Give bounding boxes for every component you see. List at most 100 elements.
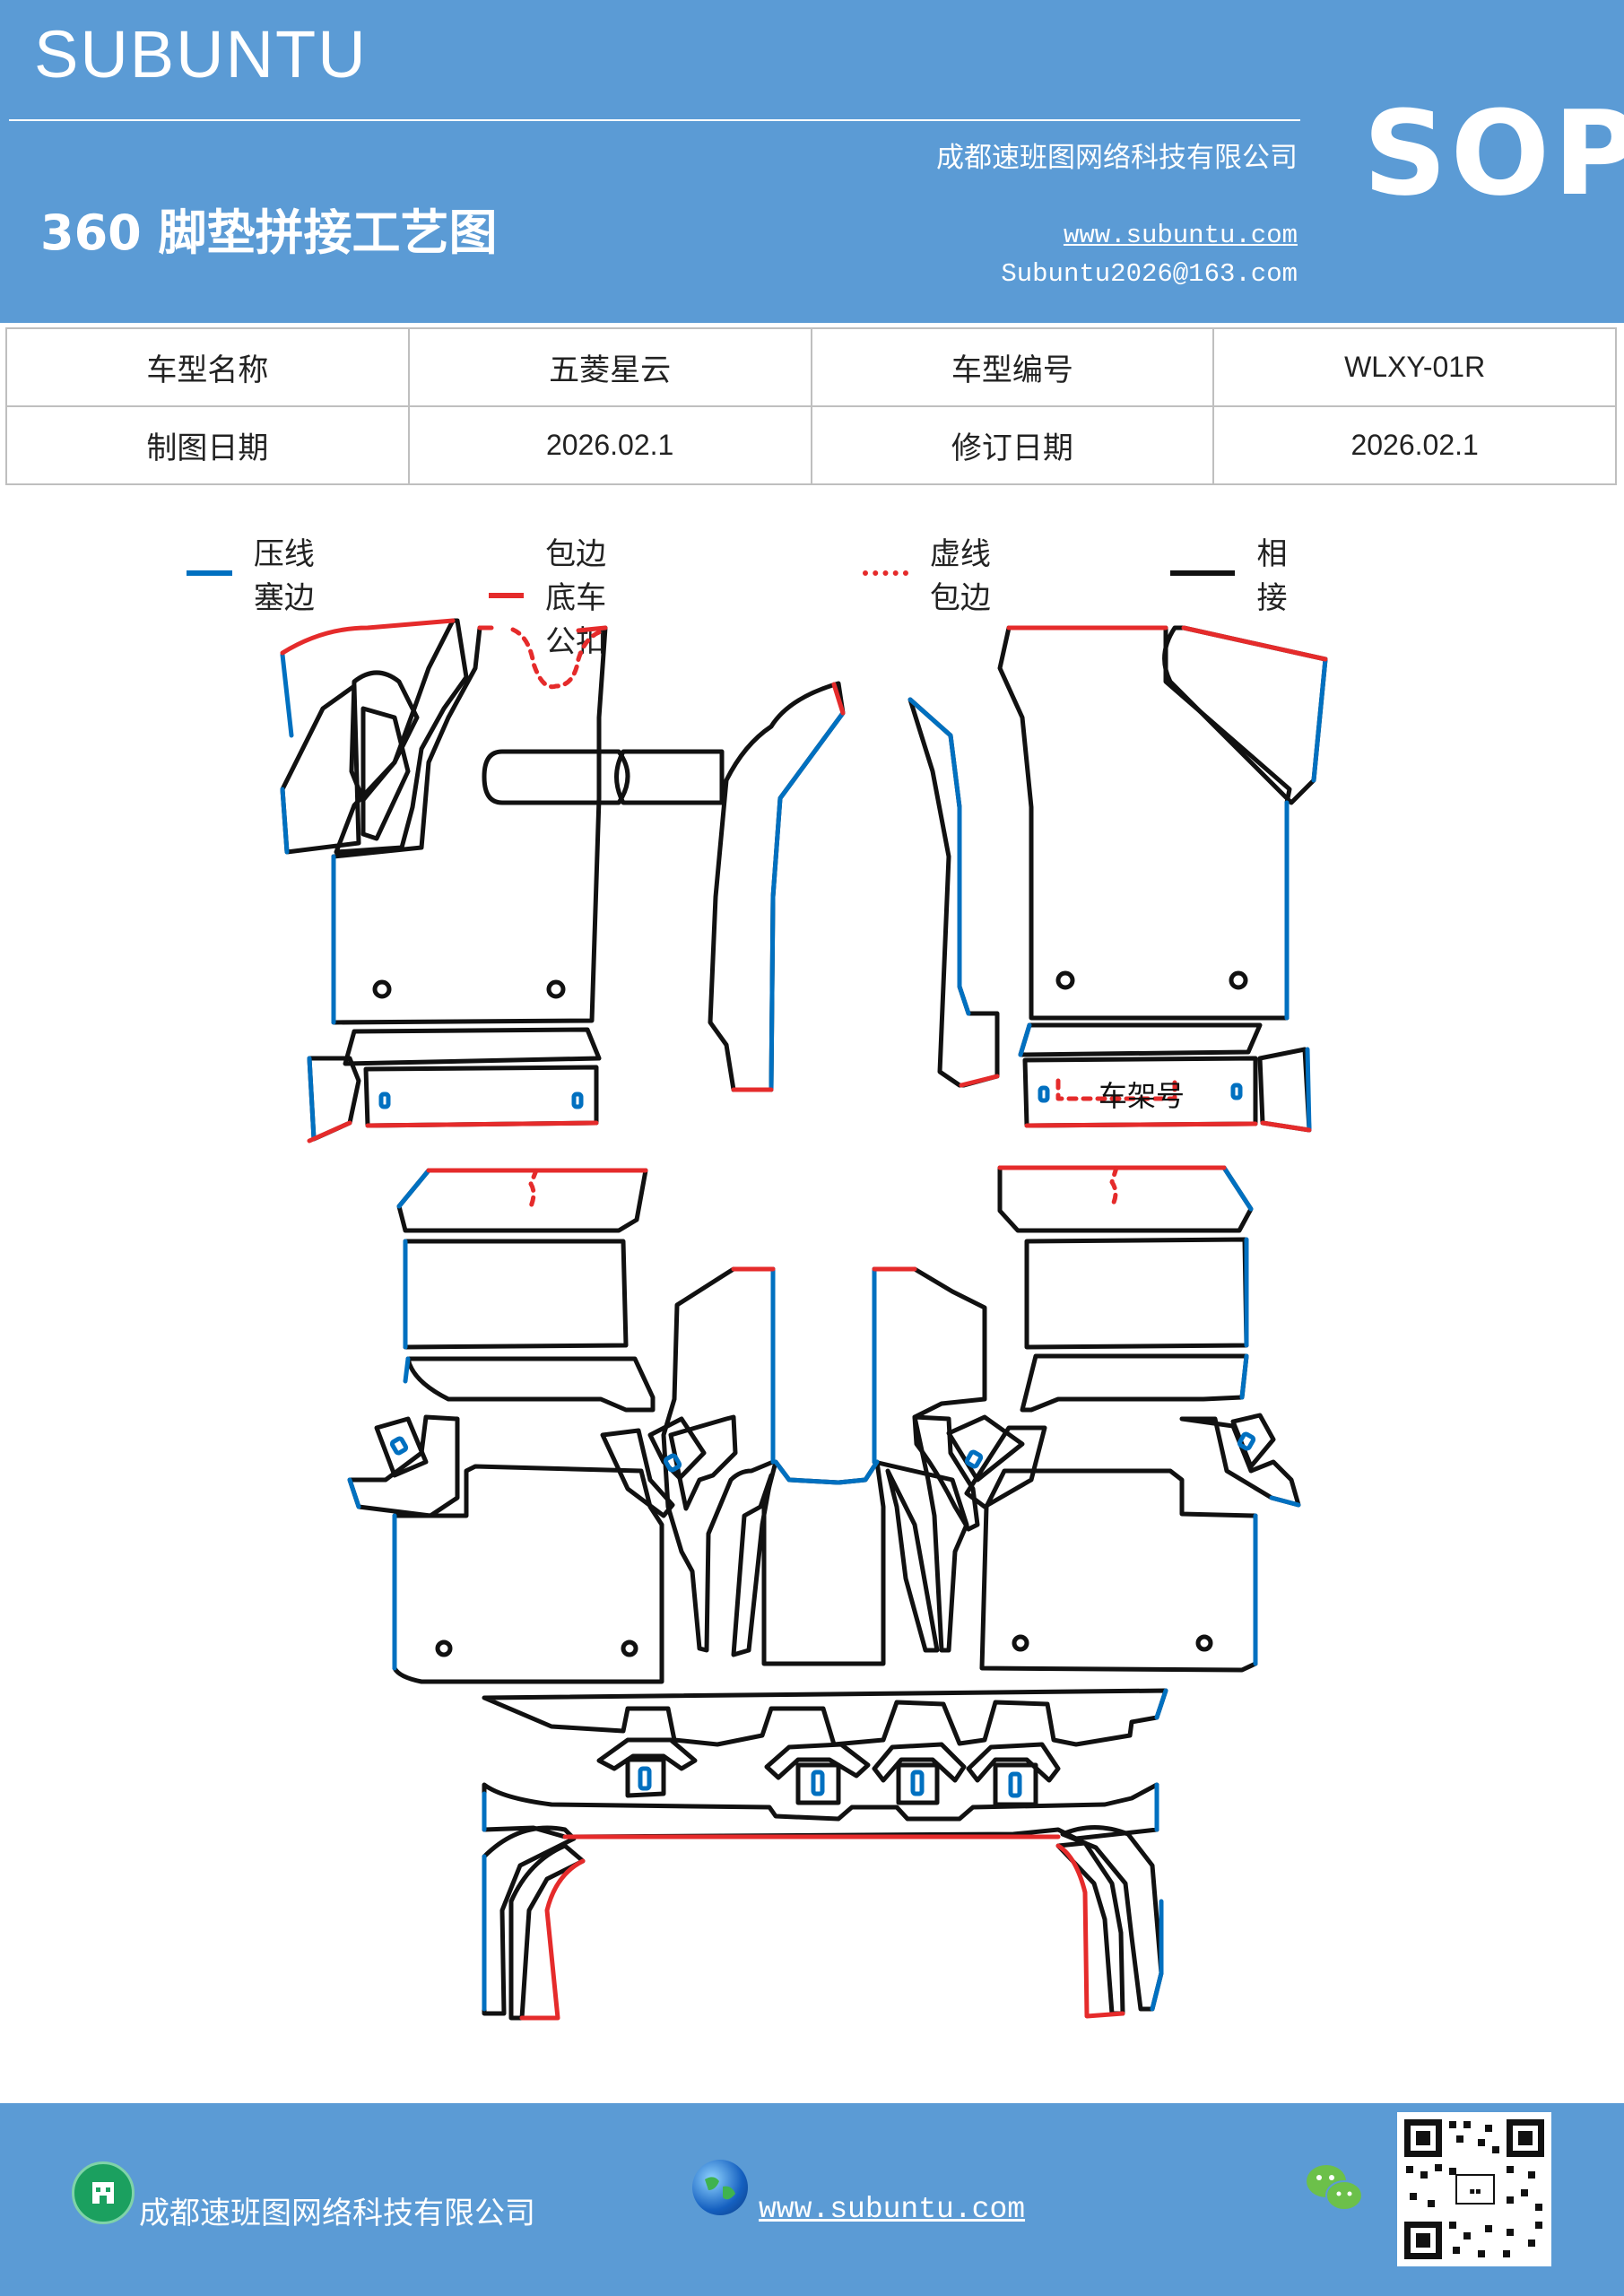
blue-slot (663, 1453, 682, 1473)
red-dotted-edge (510, 627, 602, 690)
page-title: 360 脚垫拼接工艺图 (40, 204, 498, 261)
blue-edge (280, 652, 294, 738)
brand-name: SUBUNTU (34, 17, 368, 91)
blue-edge (1239, 1353, 1249, 1400)
blue-edge (769, 710, 846, 1092)
legend-swatch (187, 570, 232, 576)
blue-edge (1150, 1899, 1164, 2012)
mat-piece (334, 618, 469, 855)
legend-label: 相接 (1256, 536, 1288, 616)
red-edge (576, 625, 608, 633)
vehicle-info-table: 车型名称 五菱星云 车型编号 WLXY-01R 制图日期 2026.02.1 修… (5, 327, 1617, 485)
blue-edge (908, 697, 971, 1016)
red-edge (831, 682, 846, 716)
blue-slot (571, 1091, 584, 1109)
mat-piece (405, 1356, 656, 1413)
mat-hole (435, 1639, 453, 1657)
mat-piece (392, 1464, 664, 1684)
legend-label: 虚线包边 (929, 536, 991, 616)
blue-edge (1154, 1688, 1168, 1720)
mat-piece (396, 1168, 648, 1233)
mat-hole (1229, 970, 1248, 990)
blue-edge (403, 1356, 411, 1384)
mat-piece (964, 1425, 1047, 1509)
mat-piece (795, 1762, 841, 1805)
mat-piece (374, 1416, 429, 1478)
legend-label: 压线塞边 (253, 536, 315, 616)
red-edge (1260, 1120, 1312, 1133)
legend-swatch (489, 592, 525, 598)
table-cell: 2026.02.1 (407, 405, 812, 485)
mat-piece (600, 1428, 675, 1518)
red-edge (519, 1858, 586, 2021)
table-row: 车型名称 五菱星云 车型编号 WLXY-01R (5, 327, 1617, 407)
mat-piece (349, 670, 420, 803)
mat-piece (764, 1742, 871, 1780)
blue-slot (638, 1766, 652, 1791)
qr-code: ▪▪ (1397, 2112, 1551, 2266)
mat-piece (596, 1737, 698, 1771)
mat-piece (343, 1027, 602, 1066)
red-dotted-edge (528, 1168, 539, 1209)
table-cell: 五菱星云 (407, 327, 812, 407)
footer-company: 成都速班图网络科技有限公司 (139, 2196, 535, 2231)
legend-item: 包边底车公扣 (489, 529, 623, 661)
sop-badge: SOP (1363, 85, 1624, 222)
table-cell: 2026.02.1 (1212, 405, 1617, 485)
mat-hole (546, 979, 566, 999)
mat-piece (1060, 1825, 1164, 2012)
mat-piece (614, 749, 725, 805)
header-company: 成都速班图网络科技有限公司 (936, 142, 1298, 174)
mat-piece (979, 1468, 1258, 1673)
mat-piece (731, 1473, 774, 1657)
red-edge (1055, 1843, 1125, 2019)
mat-piece (625, 1757, 666, 1798)
footer-website-link[interactable]: www.subuntu.com (759, 2193, 1026, 2226)
floor-mat-diagram: 车架号 (280, 618, 1328, 2021)
red-edge (1181, 625, 1328, 662)
mat-piece (403, 1239, 629, 1350)
blue-edge (280, 787, 290, 855)
blue-edge (1221, 1165, 1254, 1212)
mat-piece (1179, 1416, 1301, 1508)
blue-slot (1038, 1085, 1050, 1103)
mat-hole (1195, 1634, 1213, 1652)
chassis-number-label: 车架号 (1099, 1079, 1185, 1113)
blue-edge (1269, 1495, 1301, 1508)
globe-icon (692, 2160, 748, 2215)
blue-slot (1230, 1083, 1243, 1100)
mat-piece (872, 1266, 987, 1653)
blue-edge (396, 1168, 431, 1209)
mat-piece (307, 1056, 361, 1142)
blue-slot (389, 1436, 409, 1456)
legend-item: 相接 (1170, 529, 1305, 617)
mat-piece (363, 1065, 599, 1128)
header-website-link[interactable]: www.subuntu.com (1063, 221, 1298, 250)
blue-slot (1008, 1771, 1022, 1798)
legend-label: 包边底车公扣 (545, 536, 607, 660)
blue-slot (1237, 1431, 1256, 1451)
mat-piece (482, 749, 630, 805)
table-cell: 制图日期 (5, 405, 410, 485)
mat-piece (280, 683, 361, 855)
mat-piece (482, 1782, 1159, 1841)
blue-edge (307, 1056, 317, 1142)
mat-hole (1012, 1634, 1029, 1652)
legend-swatch (1170, 570, 1236, 576)
mat-piece (1020, 1353, 1249, 1413)
mat-hole (1055, 970, 1075, 990)
mat-piece (997, 1165, 1254, 1233)
blue-edge (347, 1477, 361, 1509)
mat-piece (997, 625, 1292, 1021)
blue-slot (378, 1091, 391, 1109)
mat-piece (708, 681, 846, 1092)
mat-piece (1024, 1237, 1249, 1350)
legend-swatch (863, 570, 908, 576)
mat-piece (993, 1762, 1038, 1807)
mat-piece (1257, 1047, 1312, 1133)
red-edge (959, 1074, 1000, 1088)
legend-item: 虚线包边 (863, 529, 997, 617)
table-cell: 车型编号 (810, 327, 1215, 407)
red-edge (307, 1120, 352, 1144)
table-cell: 车型名称 (5, 327, 410, 407)
